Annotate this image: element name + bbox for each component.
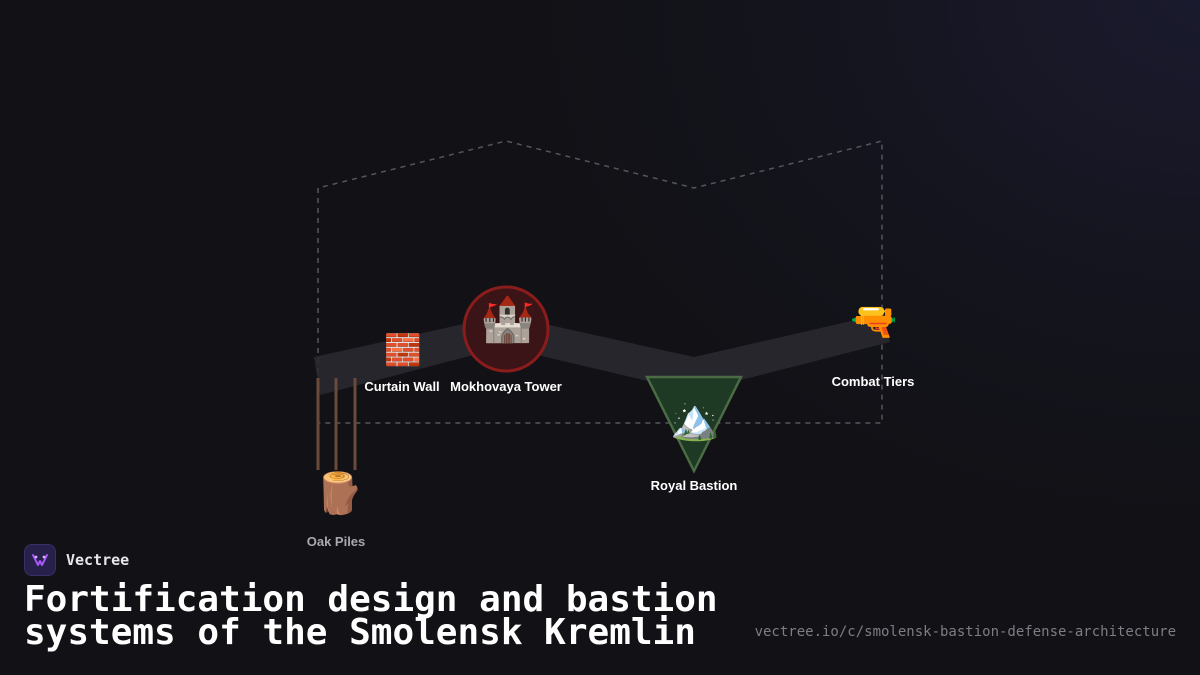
oak-piles-label: Oak Piles (306, 534, 366, 549)
mountain-icon: 🏔️ (670, 397, 720, 443)
oak-piles-lines (316, 378, 357, 470)
brand-name: Vectree (66, 551, 130, 569)
source-url: vectree.io/c/smolensk-bastion-defense-ar… (754, 624, 1176, 640)
brand: Vectree (24, 544, 129, 576)
mokhovaya-tower-label: Mokhovaya Tower (450, 379, 562, 394)
wood-log-icon: 🪵 (314, 471, 364, 517)
vectree-logo-icon (24, 544, 56, 576)
castle-icon: 🏰 (480, 294, 535, 345)
curtain-wall-band (314, 314, 890, 395)
page-title: Fortification design and bastion systems… (24, 579, 718, 653)
mokhovaya-tower-shape (462, 285, 550, 373)
curtain-wall-label: Curtain Wall (364, 379, 440, 394)
royal-bastion-label: Royal Bastion (650, 478, 738, 493)
combat-tiers-label: Combat Tiers (831, 374, 915, 389)
royal-bastion-shape (644, 375, 744, 474)
water-pistol-icon: 🔫 (850, 299, 898, 343)
brick-icon: 🧱 (384, 333, 422, 368)
dashed-outline (317, 140, 883, 424)
